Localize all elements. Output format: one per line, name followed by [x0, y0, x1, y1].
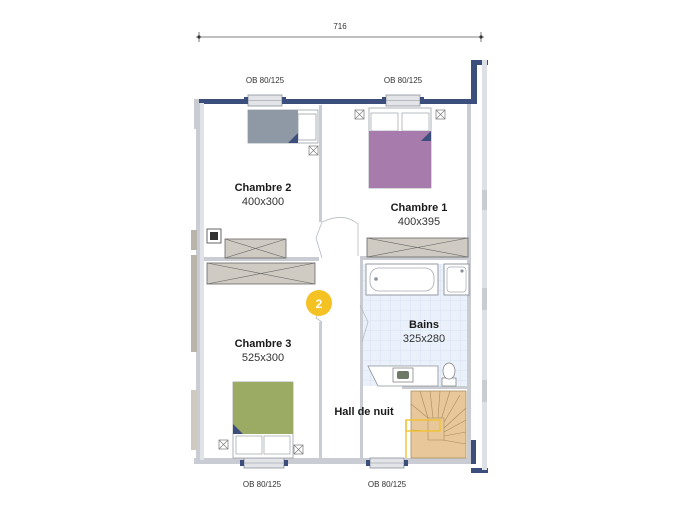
bathroom-vanity	[367, 365, 439, 387]
nightstand-chambre3-left	[218, 439, 229, 450]
floor-badge: 2	[306, 290, 332, 316]
toilet	[441, 362, 457, 387]
window-bottom-left	[240, 457, 288, 469]
room-dims-chambre2: 400x300	[242, 196, 284, 208]
dimension-line	[196, 32, 484, 42]
window-label-bottom-left: OB 80/125	[243, 480, 282, 489]
window-top-right	[382, 94, 424, 107]
floor-badge-label: 2	[316, 297, 323, 311]
window-label-top-left: OB 80/125	[246, 76, 285, 85]
desk-chambre2	[206, 228, 222, 244]
nightstand-chambre2	[308, 145, 319, 156]
right-wall-details	[482, 190, 487, 402]
room-dims-chambre3: 525x300	[242, 352, 284, 364]
window-label-bottom-right: OB 80/125	[368, 480, 407, 489]
nightstand-chambre3-right	[293, 444, 304, 455]
bed-chambre3	[232, 381, 294, 459]
staircase	[405, 390, 467, 459]
bed-chambre2	[247, 109, 319, 144]
room-name-chambre2: Chambre 2	[235, 182, 292, 194]
wardrobe-chambre3	[206, 262, 316, 285]
wardrobe-chambre1	[366, 237, 469, 258]
room-name-chambre1: Chambre 1	[391, 202, 448, 214]
dimension-label: 716	[333, 22, 347, 31]
bed-chambre1	[368, 107, 432, 189]
shower-tray	[443, 263, 470, 296]
bathtub	[365, 263, 439, 296]
window-bottom-right	[366, 457, 408, 469]
left-wall-windows	[191, 230, 197, 450]
window-top-left	[244, 94, 286, 107]
window-label-top-right: OB 80/125	[384, 76, 423, 85]
nightstand-chambre1-left	[354, 109, 365, 120]
wardrobe-chambre2	[224, 238, 287, 259]
room-dims-chambre1: 400x395	[398, 216, 440, 228]
room-dims-bains: 325x280	[403, 333, 445, 345]
room-name-bains: Bains	[409, 319, 439, 331]
nightstand-chambre1-right	[435, 109, 446, 120]
room-name-hall: Hall de nuit	[334, 406, 394, 418]
room-name-chambre3: Chambre 3	[235, 338, 292, 350]
